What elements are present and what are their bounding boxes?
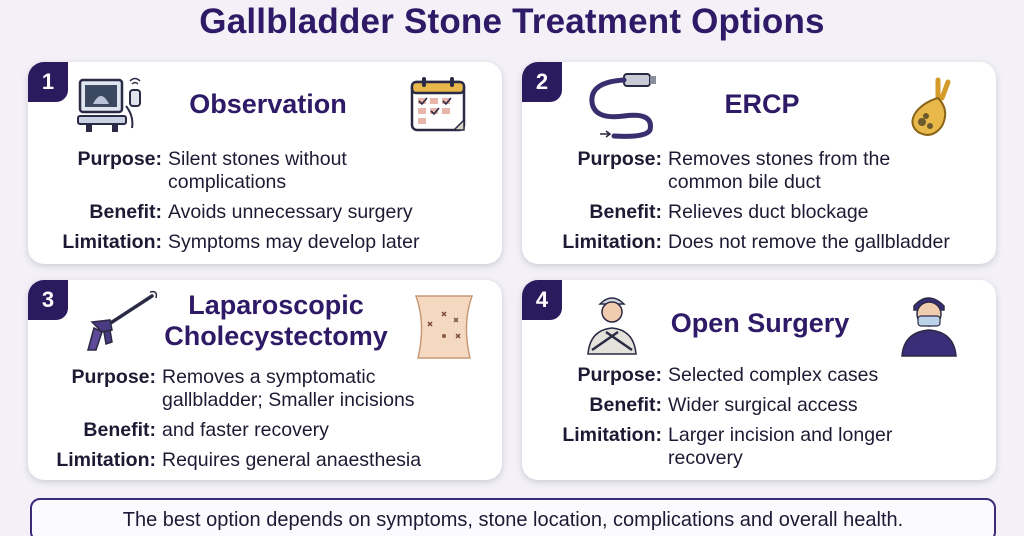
limitation-value: Symptoms may develop later	[168, 231, 420, 253]
card-title: Observation	[189, 89, 347, 119]
benefit-label: Benefit:	[589, 394, 662, 416]
masked-surgeon-icon	[894, 290, 964, 363]
purpose-label: Purpose:	[71, 366, 156, 388]
card-details: Purpose: Selected complex cases Benefit: W…	[522, 364, 996, 477]
card-details: Purpose: Removes stones from the common b…	[522, 148, 996, 261]
limitation-value: Larger incision and longer recovery	[668, 424, 893, 469]
card-observation: 1 Observation Purpose: Silent stones with…	[28, 62, 502, 264]
benefit-label: Benefit:	[589, 201, 662, 223]
purpose-value: Removes stones from the common bile duct	[668, 148, 891, 193]
limitation-label: Limitation:	[62, 231, 162, 253]
card-title: ERCP	[724, 89, 800, 119]
card-number-badge: 4	[522, 280, 562, 320]
abdomen-incisions-icon	[412, 294, 476, 365]
limitation-value: Does not remove the gallbladder	[668, 231, 950, 253]
card-number-badge: 3	[28, 280, 68, 320]
limitation-label: Limitation:	[56, 449, 156, 471]
limitation-label: Limitation:	[562, 424, 662, 446]
surgeon-icon	[578, 290, 648, 363]
card-number-badge: 1	[28, 62, 68, 102]
card-title: Laparoscopic Cholecystectomy	[164, 290, 388, 351]
benefit-value: and faster recovery	[162, 419, 329, 441]
card-ercp: 2 ERCP Purpose: Removes stones from the c…	[522, 62, 996, 264]
laparoscopic-instrument-icon	[72, 288, 162, 363]
purpose-value: Selected complex cases	[668, 364, 879, 386]
purpose-label: Purpose:	[577, 148, 662, 170]
purpose-label: Purpose:	[77, 148, 162, 170]
benefit-value: Relieves duct blockage	[668, 201, 869, 223]
card-details: Purpose: Removes a symptomatic gallbladde…	[28, 366, 502, 479]
card-laparoscopic-cholecystectomy: 3 Laparoscopic Cholecystectomy Purpose: R…	[28, 280, 502, 480]
limitation-label: Limitation:	[562, 231, 662, 253]
card-open-surgery: 4 Open Surgery Purpose: Selected complex …	[522, 280, 996, 480]
benefit-label: Benefit:	[83, 419, 156, 441]
page-title: Gallbladder Stone Treatment Options	[199, 2, 825, 41]
card-title: Open Surgery	[670, 308, 850, 338]
card-number-badge: 2	[522, 62, 562, 102]
purpose-value: Silent stones without complications	[168, 148, 347, 193]
purpose-value: Removes a symptomatic gallbladder; Small…	[162, 366, 415, 411]
endoscope-icon	[584, 72, 664, 147]
card-details: Purpose: Silent stones without complicati…	[28, 148, 502, 261]
calendar-icon	[408, 74, 470, 141]
footer-note: The best option depends on symptoms, sto…	[30, 498, 996, 536]
benefit-value: Avoids unnecessary surgery	[168, 201, 413, 223]
ultrasound-machine-icon	[74, 76, 154, 141]
benefit-label: Benefit:	[89, 201, 162, 223]
purpose-label: Purpose:	[577, 364, 662, 386]
gallbladder-icon	[902, 76, 966, 145]
benefit-value: Wider surgical access	[668, 394, 858, 416]
limitation-value: Requires general anaesthesia	[162, 449, 422, 471]
